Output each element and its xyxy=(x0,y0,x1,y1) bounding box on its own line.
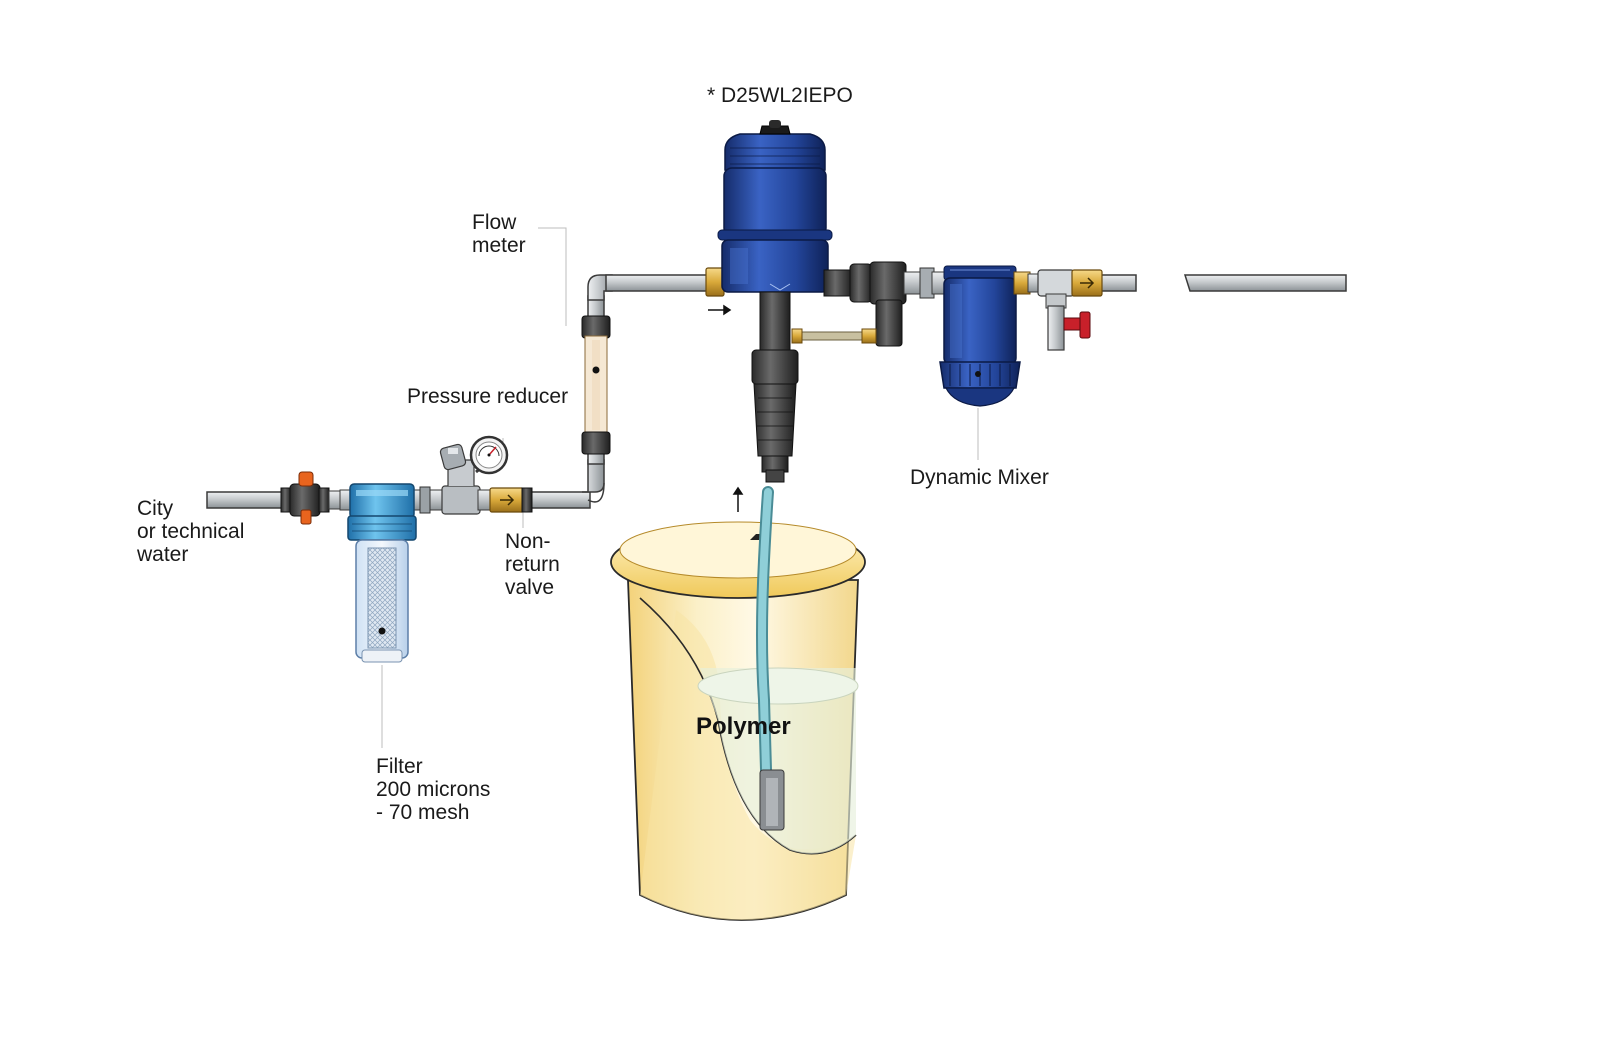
non-return-valve-label-line-2: return xyxy=(505,553,560,576)
filter-label-line-2: 200 microns xyxy=(376,778,491,801)
isolation-valve xyxy=(280,471,350,525)
dynamic-mixer xyxy=(939,265,1031,407)
pressure-gauge-icon xyxy=(469,435,509,475)
filter-housing xyxy=(339,483,443,663)
dosing-pump xyxy=(705,120,947,483)
flow-meter-label: Flow meter xyxy=(472,211,526,257)
filter-label: Filter 200 microns - 70 mesh xyxy=(376,755,490,824)
pressure-reducer-label: Pressure reducer xyxy=(407,385,569,408)
filter-label-line-1: Filter xyxy=(376,755,423,778)
outlet-pipe xyxy=(1085,274,1347,292)
suction-arrow-icon xyxy=(732,486,744,512)
pressure-reducer xyxy=(439,435,509,515)
non-return-valve-label: Non- return valve xyxy=(505,530,560,599)
flow-meter-label-line-2: meter xyxy=(472,234,526,257)
flow-meter xyxy=(581,315,611,455)
city-water-label-line-3: water xyxy=(137,543,189,566)
pump-model-label: * D25WL2IEPO xyxy=(707,84,853,107)
tank-content-label: Polymer xyxy=(696,713,791,740)
city-water-label-line-1: City xyxy=(137,497,174,520)
flow-arrow-icon xyxy=(708,304,732,316)
non-return-valve-label-line-1: Non- xyxy=(505,530,551,553)
polymer-tank xyxy=(610,486,866,921)
non-return-valve xyxy=(489,487,533,513)
city-water-label-line-2: or technical xyxy=(137,520,245,543)
city-water-label: City or technical water xyxy=(137,497,244,566)
filter-label-line-3: - 70 mesh xyxy=(376,801,470,824)
dynamic-mixer-label: Dynamic Mixer xyxy=(910,466,1049,489)
outlet-tee-assembly xyxy=(1027,269,1103,351)
flow-meter-label-line-1: Flow xyxy=(472,211,517,234)
non-return-valve-label-line-3: valve xyxy=(505,576,555,599)
